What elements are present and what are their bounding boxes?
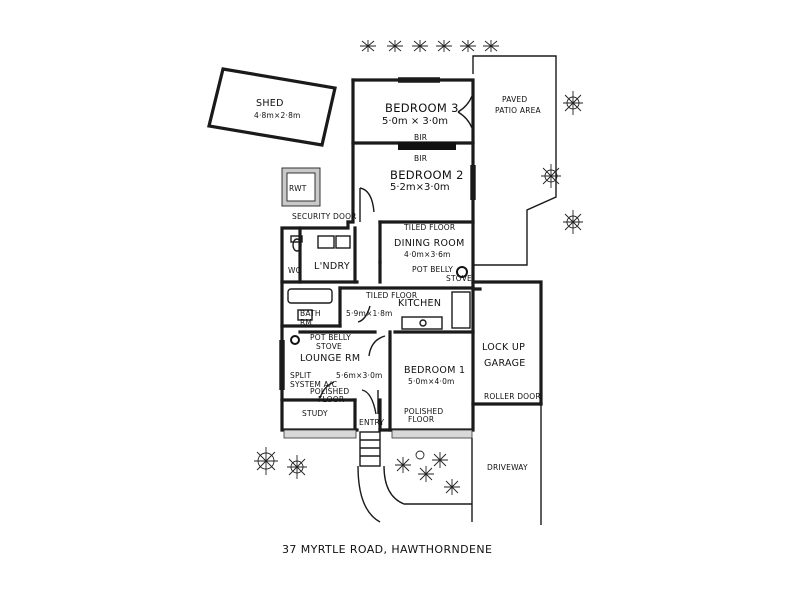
lounge-polished-floor-1: POLISHED	[310, 387, 349, 396]
bedroom1-polished-floor-2: FLOOR	[408, 415, 434, 424]
shed-outline	[207, 67, 337, 147]
entry-label: ENTRY	[359, 418, 384, 427]
front-bed-right	[391, 429, 473, 439]
bedroom2-label: BEDROOM 2	[390, 168, 464, 182]
dining-stove-label-1: POT BELLY	[412, 265, 453, 274]
doors	[319, 95, 473, 415]
lounge-stove-label-1: POT BELLY	[310, 333, 351, 342]
garage-label-1: LOCK UP	[482, 342, 525, 353]
rwt-inner	[286, 172, 316, 202]
entry-steps	[359, 431, 381, 467]
patio-outline	[472, 55, 557, 266]
lounge-dimensions: 5·6m×3·0m	[336, 371, 383, 380]
roller-door-label: ROLLER DOOR	[484, 392, 541, 401]
wc-label: WC	[288, 266, 301, 275]
study-label: STUDY	[302, 409, 328, 418]
kitchen-tiled-floor: TILED FLOOR	[365, 291, 417, 300]
lounge-polished-floor-2: FLOOR	[318, 395, 344, 404]
rwt-label: RWT	[289, 184, 307, 193]
front-path	[357, 465, 381, 523]
patio-label-1: PAVED	[502, 95, 527, 104]
dining-stove	[456, 266, 468, 278]
lounge-stove-label-2: STOVE	[316, 342, 342, 351]
bir-wardrobe	[398, 142, 456, 150]
split-system-label-1: SPLIT	[290, 371, 311, 380]
bedroom3-label: BEDROOM 3	[385, 101, 459, 115]
address-caption: 37 MYRTLE ROAD, HAWTHORNDENE	[282, 543, 492, 556]
bath-rm-label: RM	[300, 318, 312, 327]
patio-label-2: PATIO AREA	[495, 106, 542, 115]
dining-room-dimensions: 4·0m×3·6m	[404, 250, 451, 259]
dining-room-label: DINING ROOM	[394, 238, 465, 249]
garage-label-2: GARAGE	[484, 358, 526, 369]
plants	[254, 40, 583, 495]
fixtures	[287, 235, 471, 345]
garage	[471, 280, 543, 406]
bedroom1-dimensions: 5·0m×4·0m	[408, 377, 455, 386]
bedroom2-dimensions: 5·2m×3·0m	[390, 182, 450, 193]
bath-label: BATH	[300, 309, 321, 318]
shed-dimensions: 4·8m×2·8m	[254, 111, 301, 120]
dining-tiled-floor: TILED FLOOR	[403, 223, 455, 232]
shed-label: SHED	[256, 98, 284, 109]
lounge-stove	[290, 335, 300, 345]
windows	[279, 77, 476, 390]
front-bed-left	[283, 429, 357, 439]
bir-label-top: BIR	[414, 133, 427, 142]
lounge-label: LOUNGE RM	[300, 353, 360, 364]
dining-stove-label-2: STOVE	[446, 274, 472, 283]
bedroom3-dimensions: 5·0m × 3·0m	[382, 116, 448, 127]
bedroom1-label: BEDROOM 1	[404, 365, 465, 376]
bedroom1-polished-floor-1: POLISHED	[404, 407, 443, 416]
laundry-label: L'NDRY	[314, 261, 350, 272]
kitchen-label: KITCHEN	[398, 298, 441, 309]
kitchen-dimensions: 5·9m×1·8m	[346, 309, 393, 318]
security-door-label: SECURITY DOOR	[292, 212, 357, 221]
driveway-label: DRIVEWAY	[487, 463, 528, 472]
front-path-inner	[383, 465, 472, 505]
bir-label-bottom: BIR	[414, 154, 427, 163]
split-system-label-2: SYSTEM A/C	[290, 380, 337, 389]
